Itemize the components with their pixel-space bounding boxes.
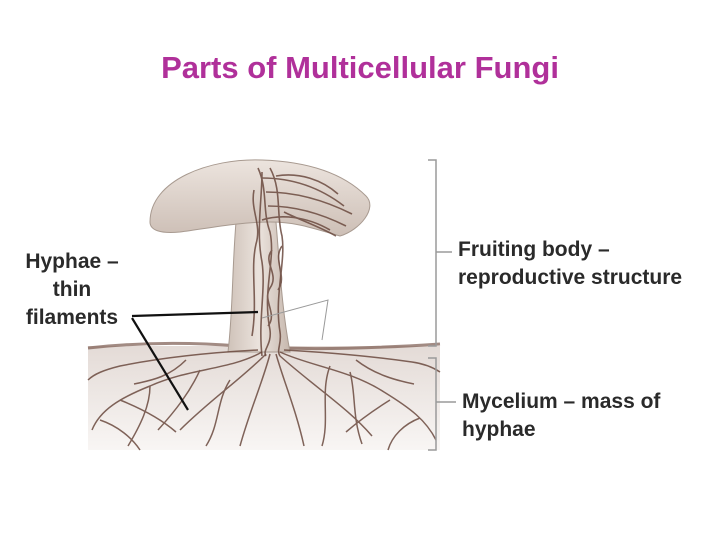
mycelium-label-line2: hyphae <box>462 418 536 441</box>
hyphae-label: Hyphae – thin filaments <box>12 248 132 332</box>
fruiting-body-label: Fruiting body – reproductive structure <box>458 236 718 292</box>
hyphae-label-line2: thin <box>52 278 92 301</box>
soil-layer <box>87 341 441 450</box>
diagram-title: Parts of Multicellular Fungi <box>161 50 559 85</box>
hyphae-in-fruiting-body <box>251 167 353 357</box>
fruiting-body-label-line2: reproductive structure <box>458 266 683 289</box>
hyphae-label-line3: filaments <box>25 306 119 329</box>
stem-callout-line <box>261 299 329 341</box>
fruiting-body-bracket <box>428 159 452 347</box>
mycelium-bracket <box>428 357 456 451</box>
hyphae-pointer-lines <box>131 310 259 411</box>
mycelium-label: Mycelium – mass of hyphae <box>462 388 712 444</box>
mycelium-label-line1: Mycelium – mass of <box>462 390 661 413</box>
mushroom-cap <box>149 159 371 237</box>
hyphae-label-line1: Hyphae – <box>25 250 119 273</box>
fruiting-body-label-line1: Fruiting body – <box>458 238 610 261</box>
mycelium-network <box>87 349 441 451</box>
